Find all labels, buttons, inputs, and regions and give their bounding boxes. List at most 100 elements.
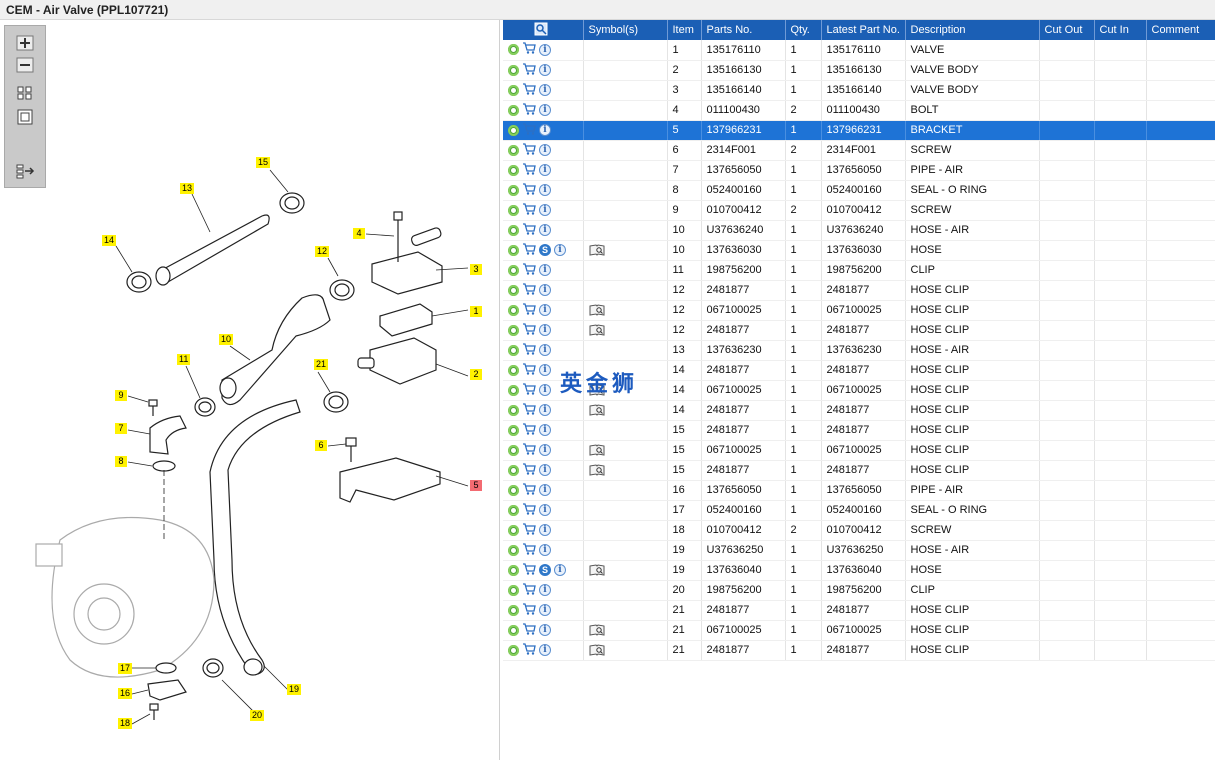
- settings-gear-icon[interactable]: [508, 564, 519, 576]
- settings-gear-icon[interactable]: [508, 64, 519, 76]
- settings-gear-icon[interactable]: [508, 84, 519, 96]
- info-icon[interactable]: i: [539, 204, 551, 216]
- cart-icon[interactable]: [522, 222, 536, 238]
- cart-icon[interactable]: [522, 442, 536, 458]
- info-icon[interactable]: i: [539, 364, 551, 376]
- settings-gear-icon[interactable]: [508, 384, 519, 396]
- info-icon[interactable]: i: [539, 504, 551, 516]
- s-symbol-icon[interactable]: S: [539, 244, 551, 256]
- zoom-in-icon[interactable]: [15, 34, 35, 52]
- document-view-icon[interactable]: [589, 304, 605, 316]
- settings-gear-icon[interactable]: [508, 404, 519, 416]
- settings-gear-icon[interactable]: [508, 364, 519, 376]
- col-comment[interactable]: Comment: [1146, 20, 1215, 40]
- cart-icon[interactable]: [522, 122, 536, 138]
- settings-gear-icon[interactable]: [508, 284, 519, 296]
- callout-21[interactable]: 21: [314, 359, 329, 370]
- cart-icon[interactable]: [522, 62, 536, 78]
- info-icon[interactable]: i: [539, 384, 551, 396]
- settings-gear-icon[interactable]: [508, 244, 519, 256]
- settings-gear-icon[interactable]: [508, 584, 519, 596]
- info-icon[interactable]: i: [539, 424, 551, 436]
- settings-gear-icon[interactable]: [508, 304, 519, 316]
- info-icon[interactable]: i: [539, 624, 551, 636]
- info-icon[interactable]: i: [539, 304, 551, 316]
- info-icon[interactable]: i: [539, 584, 551, 596]
- callout-9[interactable]: 9: [115, 390, 127, 401]
- document-view-icon[interactable]: [589, 624, 605, 636]
- callout-10[interactable]: 10: [219, 334, 234, 345]
- document-view-icon[interactable]: [589, 564, 605, 576]
- cart-icon[interactable]: [522, 402, 536, 418]
- document-view-icon[interactable]: [589, 464, 605, 476]
- search-parts-icon[interactable]: [534, 22, 548, 39]
- cart-icon[interactable]: [522, 282, 536, 298]
- info-icon[interactable]: i: [539, 324, 551, 336]
- cart-icon[interactable]: [522, 182, 536, 198]
- info-icon[interactable]: i: [539, 264, 551, 276]
- info-icon[interactable]: i: [539, 164, 551, 176]
- col-description[interactable]: Description: [905, 20, 1040, 40]
- cart-icon[interactable]: [522, 262, 536, 278]
- callout-3[interactable]: 3: [470, 264, 482, 275]
- info-icon[interactable]: i: [539, 604, 551, 616]
- info-icon[interactable]: i: [539, 284, 551, 296]
- settings-gear-icon[interactable]: [508, 324, 519, 336]
- callout-19[interactable]: 19: [287, 684, 302, 695]
- cart-icon[interactable]: [522, 562, 536, 578]
- info-icon[interactable]: i: [539, 464, 551, 476]
- fit-all-icon[interactable]: [15, 84, 35, 102]
- settings-gear-icon[interactable]: [508, 204, 519, 216]
- info-icon[interactable]: i: [539, 224, 551, 236]
- cart-icon[interactable]: [522, 642, 536, 658]
- callout-4[interactable]: 4: [353, 228, 365, 239]
- cart-icon[interactable]: [522, 202, 536, 218]
- cart-icon[interactable]: [522, 422, 536, 438]
- info-icon[interactable]: i: [539, 43, 551, 56]
- cart-icon[interactable]: [522, 462, 536, 478]
- cart-icon[interactable]: [522, 102, 536, 118]
- settings-gear-icon[interactable]: [508, 144, 519, 156]
- document-view-icon[interactable]: [589, 244, 605, 256]
- cart-icon[interactable]: [522, 522, 536, 538]
- settings-gear-icon[interactable]: [508, 524, 519, 536]
- settings-gear-icon[interactable]: [508, 184, 519, 196]
- cart-icon[interactable]: [522, 322, 536, 338]
- col-item[interactable]: Item: [667, 20, 702, 40]
- info-icon[interactable]: i: [539, 404, 551, 416]
- settings-gear-icon[interactable]: [508, 624, 519, 636]
- cart-icon[interactable]: [522, 502, 536, 518]
- document-view-icon[interactable]: [589, 444, 605, 456]
- settings-gear-icon[interactable]: [508, 644, 519, 656]
- callout-2[interactable]: 2: [470, 369, 482, 380]
- info-icon[interactable]: i: [539, 444, 551, 456]
- callout-5[interactable]: 5: [470, 480, 482, 491]
- settings-gear-icon[interactable]: [508, 504, 519, 516]
- callout-8[interactable]: 8: [115, 456, 127, 467]
- cart-icon[interactable]: [522, 582, 536, 598]
- settings-gear-icon[interactable]: [508, 104, 519, 116]
- info-icon[interactable]: i: [539, 84, 551, 96]
